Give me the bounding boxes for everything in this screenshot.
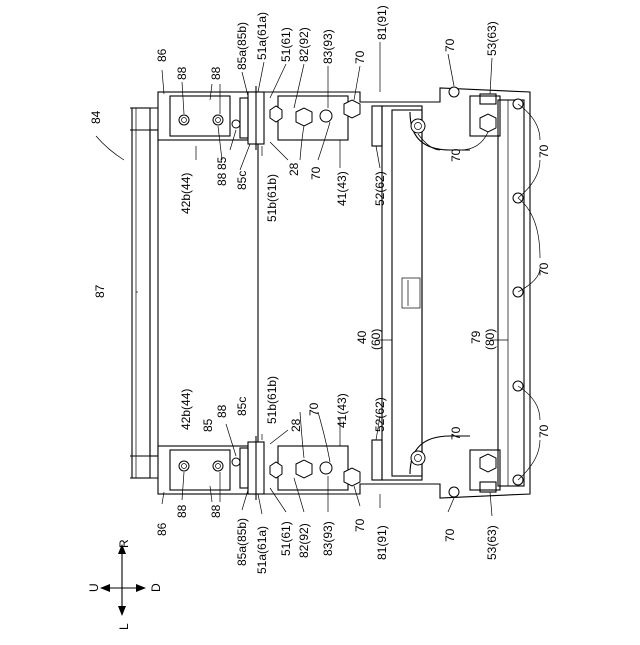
label-60: (60) xyxy=(369,329,383,350)
label-70-top-b: 70 xyxy=(443,38,457,52)
label-8292-bottom: 82(92) xyxy=(297,523,311,558)
label-4143-top: 41(43) xyxy=(335,171,349,206)
label-70-right-3: 70 xyxy=(537,424,551,438)
label-79: 79 xyxy=(469,330,483,344)
label-40: 40 xyxy=(355,330,369,344)
label-70-mid-top: 70 xyxy=(309,166,323,180)
label-5363-bottom: 53(63) xyxy=(485,525,499,560)
label-85-top: 85 xyxy=(215,156,229,170)
compass-down: D xyxy=(149,583,163,592)
label-8191-top: 81(91) xyxy=(375,5,389,40)
label-28-top: 28 xyxy=(287,162,301,176)
direction-compass: U R D L xyxy=(87,539,163,630)
label-5262-bottom: 52(62) xyxy=(373,397,387,432)
main-frame-81 xyxy=(258,88,530,498)
label-42b44-top: 42b(44) xyxy=(179,173,193,214)
label-5363-top: 53(63) xyxy=(485,21,499,56)
label-51a61a-bottom: 51a(61a) xyxy=(255,526,269,574)
label-5161-top: 51(61) xyxy=(279,27,293,62)
label-85c-bottom: 85c xyxy=(235,397,249,416)
label-88-bottom: 88 xyxy=(175,504,189,518)
label-5161-bottom: 51(61) xyxy=(279,521,293,556)
label-42b44-bottom: 42b(44) xyxy=(179,389,193,430)
label-70-inner-top: 70 xyxy=(449,148,463,162)
label-8393-bottom: 83(93) xyxy=(321,521,335,556)
label-70-bottom-b: 70 xyxy=(443,528,457,542)
label-85c-top: 85c xyxy=(235,171,249,190)
label-88-mid-top: 88 xyxy=(215,172,229,186)
label-86-bottom: 86 xyxy=(155,522,169,536)
label-51a61a-top: 51a(61a) xyxy=(255,12,269,60)
label-8191-bottom: 81(91) xyxy=(375,525,389,560)
label-80: (80) xyxy=(483,329,497,350)
compass-left: L xyxy=(117,623,131,630)
compass-right: R xyxy=(117,539,131,548)
label-70-inner-bottom: 70 xyxy=(449,426,463,440)
label-4143-bottom: 41(43) xyxy=(335,393,349,428)
label-85a85b-bottom: 85a(85b) xyxy=(235,518,249,566)
label-51b61b-bottom: 51b(61b) xyxy=(265,376,279,424)
label-87: 87 xyxy=(93,284,107,298)
label-88-bottom-b: 88 xyxy=(209,504,223,518)
label-70-bottom-a: 70 xyxy=(353,518,367,532)
label-85-bottom: 85 xyxy=(201,418,215,432)
label-5262-top: 52(62) xyxy=(373,171,387,206)
label-88-top: 88 xyxy=(175,66,189,80)
label-70-right-2: 70 xyxy=(537,262,551,276)
handle-bar-87 xyxy=(132,108,158,478)
label-84: 84 xyxy=(89,110,103,124)
label-88-top-b: 88 xyxy=(209,66,223,80)
label-88-mid-bottom: 88 xyxy=(215,404,229,418)
label-51b61b-top: 51b(61b) xyxy=(265,174,279,222)
label-85a85b-top: 85a(85b) xyxy=(235,22,249,70)
label-70-right-1: 70 xyxy=(537,144,551,158)
label-86-top: 86 xyxy=(155,48,169,62)
label-8393-top: 83(93) xyxy=(321,29,335,64)
label-70-top-a: 70 xyxy=(353,50,367,64)
label-8292-top: 82(92) xyxy=(297,27,311,62)
compass-up: U xyxy=(87,583,101,592)
